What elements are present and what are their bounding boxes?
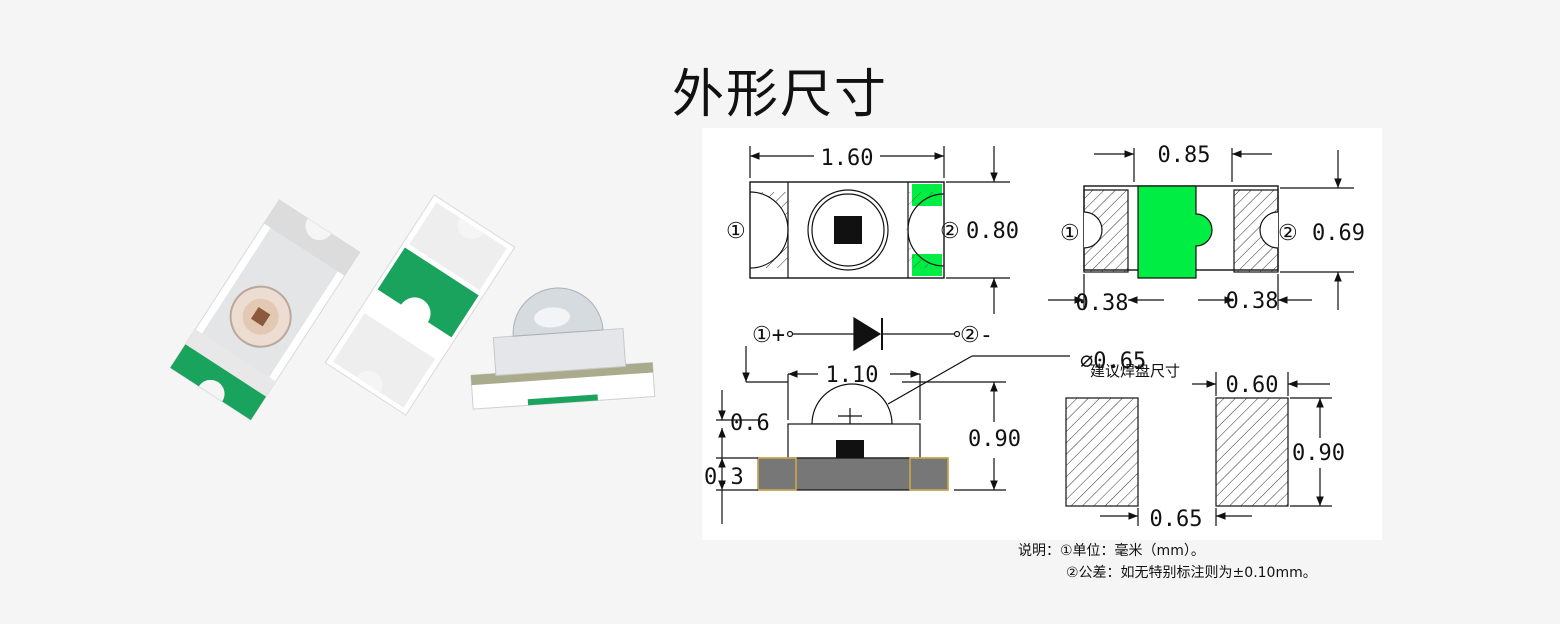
solder-pad-label: 建议焊盘尺寸 xyxy=(1090,362,1180,380)
schematic-cathode-label: ②- xyxy=(960,323,993,348)
solder-pad-height-dimension: 0.90 xyxy=(1292,441,1345,466)
top-view xyxy=(749,146,1010,314)
pad-left-gap-dimension: 0.38 xyxy=(1076,291,1129,316)
total-height-dimension: 0.90 xyxy=(968,427,1021,452)
pad-layout-view xyxy=(1048,148,1354,310)
side-view xyxy=(716,346,1070,524)
top-width-dimension: 1.60 xyxy=(821,146,874,171)
page-title: 外形尺寸 xyxy=(671,65,888,125)
led-photo-top xyxy=(169,199,361,421)
top-pin1-label: ① xyxy=(726,219,746,244)
base-height-dimension: 0.3 xyxy=(704,465,744,490)
solder-pad-width-dimension: 0.60 xyxy=(1226,373,1279,398)
pad-pin1-label: ① xyxy=(1060,221,1080,246)
schematic-anode-label: ①+ xyxy=(752,323,785,348)
pad-pin2-label: ② xyxy=(1278,221,1298,246)
lens-width-dimension: 1.10 xyxy=(826,363,879,388)
product-photos xyxy=(169,194,656,421)
led-photo-side xyxy=(470,287,656,410)
pad-center-width-dimension: 0.85 xyxy=(1158,143,1211,168)
dimension-drawing: 1.60 0.80 ① ② 0.85 0.69 0.38 0.38 ① ② xyxy=(702,128,1382,540)
notes: 说明：①单位：毫米（mm）。 ②公差：如无特别标注则为±0.10mm。 xyxy=(1018,540,1317,584)
lens-height-dimension: 0.6 xyxy=(730,411,770,436)
top-pin2-label: ② xyxy=(940,219,960,244)
note-tolerance: ②公差：如无特别标注则为±0.10mm。 xyxy=(1066,565,1317,581)
pad-height-dimension: 0.69 xyxy=(1312,221,1365,246)
solder-pad-gap-dimension: 0.65 xyxy=(1150,507,1203,532)
top-height-dimension: 0.80 xyxy=(966,219,1019,244)
solder-pad-view xyxy=(1065,372,1332,526)
led-photo-bottom xyxy=(324,194,516,416)
lens-diameter-dimension: ∅0.65 xyxy=(1080,349,1146,374)
diode-symbol xyxy=(786,316,961,352)
note-units: 说明：①单位：毫米（mm）。 xyxy=(1018,543,1205,559)
pad-right-gap-dimension: 0.38 xyxy=(1226,289,1279,314)
